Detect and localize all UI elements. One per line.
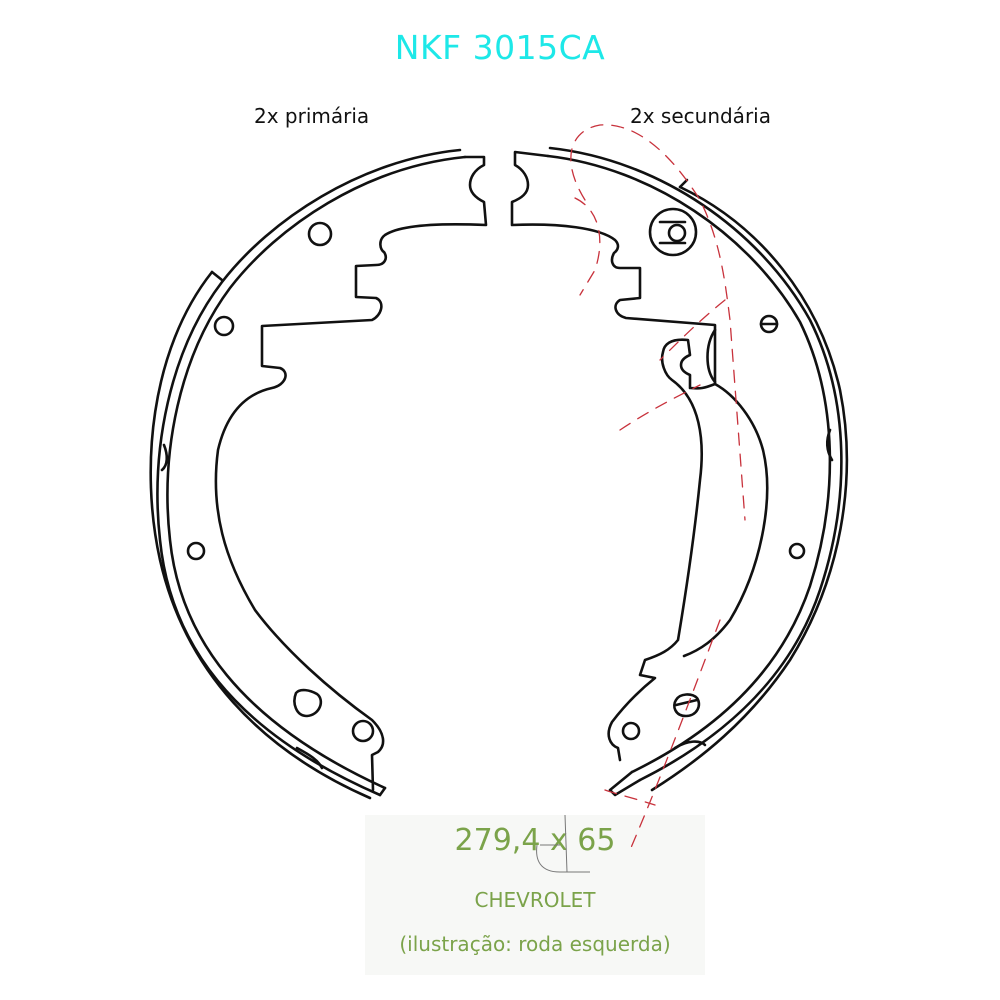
primary-slot-hole <box>293 688 323 718</box>
secondary-hole-2 <box>788 542 806 560</box>
illustration-note: (ilustração: roda esquerda) <box>399 932 671 956</box>
anchor-pin-inner <box>667 223 687 243</box>
secondary-web <box>510 150 717 762</box>
primary-shoe-label: 2x primária <box>254 104 370 128</box>
dimensions-text: 279,4 x 65 <box>454 823 616 858</box>
secondary-rim-inner <box>546 154 832 774</box>
secondary-rim-outer <box>548 146 843 782</box>
brand-text: CHEVROLET <box>474 888 596 912</box>
primary-rim-outer <box>156 148 462 797</box>
secondary-shoe-label: 2x secundária <box>630 104 771 128</box>
sketch-mark <box>536 814 590 873</box>
secondary-lining <box>650 185 849 792</box>
primary-hole-1 <box>307 221 333 247</box>
primary-lining-top <box>210 270 224 282</box>
primary-shoe <box>149 148 488 800</box>
primary-lining-outer <box>149 270 372 800</box>
primary-rim-inner <box>166 155 467 790</box>
info-box: 279,4 x 65 CHEVROLET (ilustração: roda e… <box>365 815 705 975</box>
secondary-hole-3 <box>621 721 641 741</box>
annotation-dashes <box>570 124 746 851</box>
primary-web <box>214 155 488 792</box>
secondary-slot-hole <box>673 693 701 718</box>
primary-hole-2 <box>213 315 235 337</box>
primary-hole-4 <box>351 719 375 743</box>
secondary-shoe <box>510 146 849 797</box>
anchor-pin-outer <box>648 207 698 257</box>
part-number-title: NKF 3015CA <box>394 28 606 67</box>
primary-hole-3 <box>186 541 206 561</box>
